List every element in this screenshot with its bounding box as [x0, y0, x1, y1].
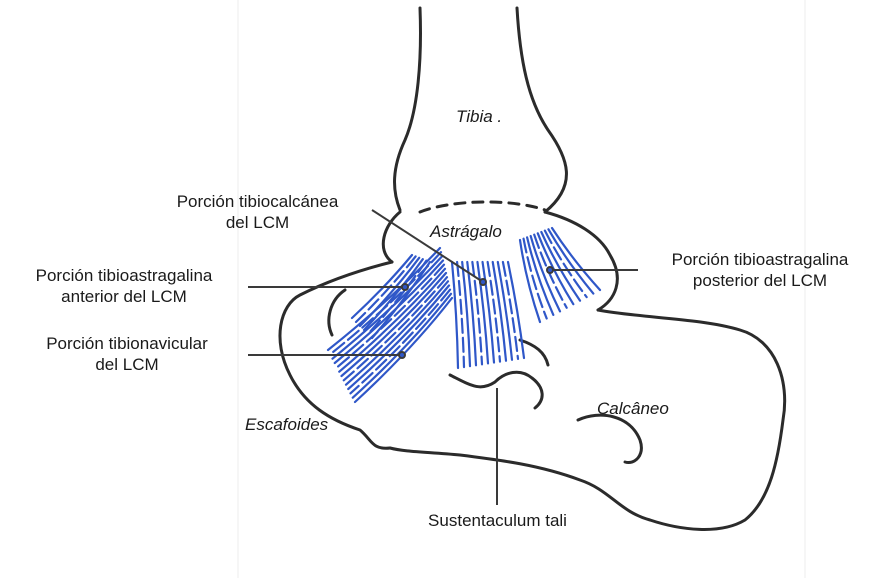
ligament-fiber-tibiocalcaneal: [452, 262, 458, 368]
tibia-label: Tibia .: [456, 106, 502, 127]
label-line: Porción tibiocalcánea: [150, 191, 365, 212]
label-line: Porción tibionavicular: [12, 333, 242, 354]
ligament-fiber-tibionavicular: [330, 252, 441, 354]
navicular-label: Escafoides: [245, 414, 328, 435]
calcaneus-groove: [578, 415, 641, 462]
label-line: anterior del LCM: [4, 286, 244, 307]
sustentaculum-label: Sustentaculum tali: [400, 510, 595, 531]
label-line: Porción tibioastragalina: [4, 265, 244, 286]
tibionavicular-label: Porción tibionavicular del LCM: [12, 333, 242, 375]
tibia-outline: [395, 8, 421, 210]
talus-label: Astrágalo: [430, 221, 502, 242]
label-line: posterior del LCM: [645, 270, 875, 291]
navicular-inner: [329, 290, 345, 335]
calcaneus-outline: [390, 310, 785, 529]
tibia-plafond: [420, 202, 545, 212]
tibiocalcaneal-label: Porción tibiocalcánea del LCM: [150, 191, 365, 233]
leader-dot: [399, 352, 405, 358]
ligament-fibers: [328, 228, 600, 402]
posterior-tibiotalar-label: Porción tibioastragalina posterior del L…: [645, 249, 875, 291]
calcaneus-label: Calcâneo: [597, 398, 669, 419]
label-line: Porción tibioastragalina: [645, 249, 875, 270]
leader-dot: [547, 267, 553, 273]
anterior-tibiotalar-label: Porción tibioastragalina anterior del LC…: [4, 265, 244, 307]
label-line: del LCM: [12, 354, 242, 375]
label-line: del LCM: [150, 212, 365, 233]
leader-lines: [248, 210, 638, 505]
tibia-outline-medial: [517, 8, 566, 212]
leader-dot: [480, 279, 486, 285]
leader-dot: [402, 284, 408, 290]
